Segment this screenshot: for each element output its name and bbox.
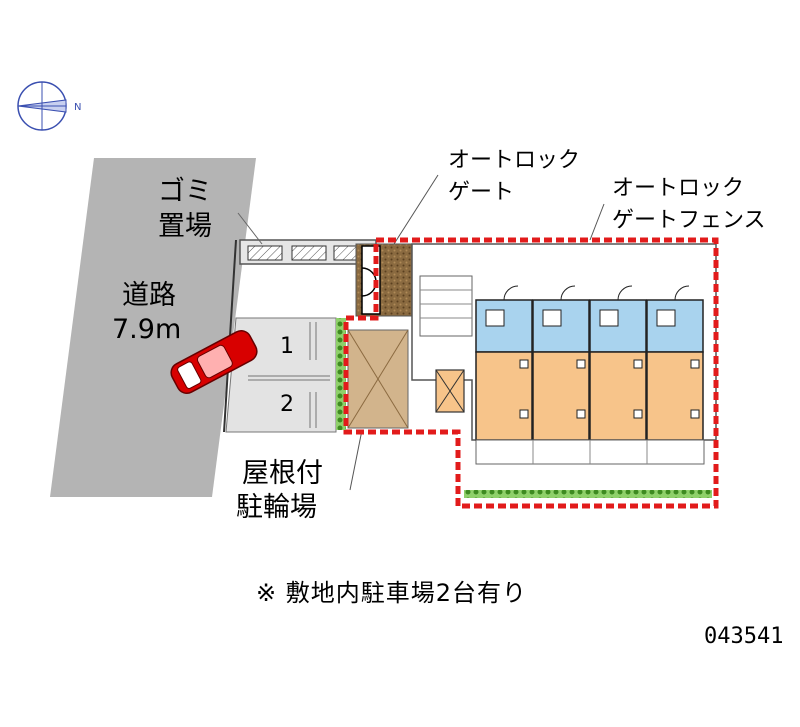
compass-north-label: N	[74, 102, 81, 113]
car-icon	[170, 329, 258, 395]
apartment-units	[475, 285, 705, 465]
autolock-gate-label-line2: ゲート	[448, 180, 515, 205]
bike-parking-label-line2: 駐輪場	[236, 492, 317, 523]
garbage-label-line1: ゴミ	[158, 176, 212, 207]
autolock-fence-label-line2: ゲートフェンス	[612, 208, 766, 233]
autolock-fence-label-line1: オートロック	[612, 176, 745, 201]
road-label-line2: 7.9m	[112, 314, 182, 345]
road	[50, 158, 256, 497]
covered-bicycle-parking	[347, 329, 409, 491]
hedge-strip	[336, 318, 346, 430]
garbage-area	[237, 212, 377, 265]
bike-parking-label-line1: 屋根付	[242, 458, 323, 489]
parking-space-1: 1	[280, 334, 294, 359]
property-code: 043541	[704, 624, 784, 649]
parking-note: ※ 敷地内駐車場2台有り	[256, 579, 528, 607]
autolock-gate-fence	[343, 237, 719, 509]
hedge-bottom	[464, 490, 712, 498]
parking-space-2: 2	[280, 392, 294, 417]
road-label-line1: 道路	[122, 280, 176, 311]
garbage-label-line2: 置場	[158, 211, 212, 242]
compass-rose-icon: N	[17, 81, 81, 131]
autolock-gate-label-line1: オートロック	[448, 148, 581, 173]
